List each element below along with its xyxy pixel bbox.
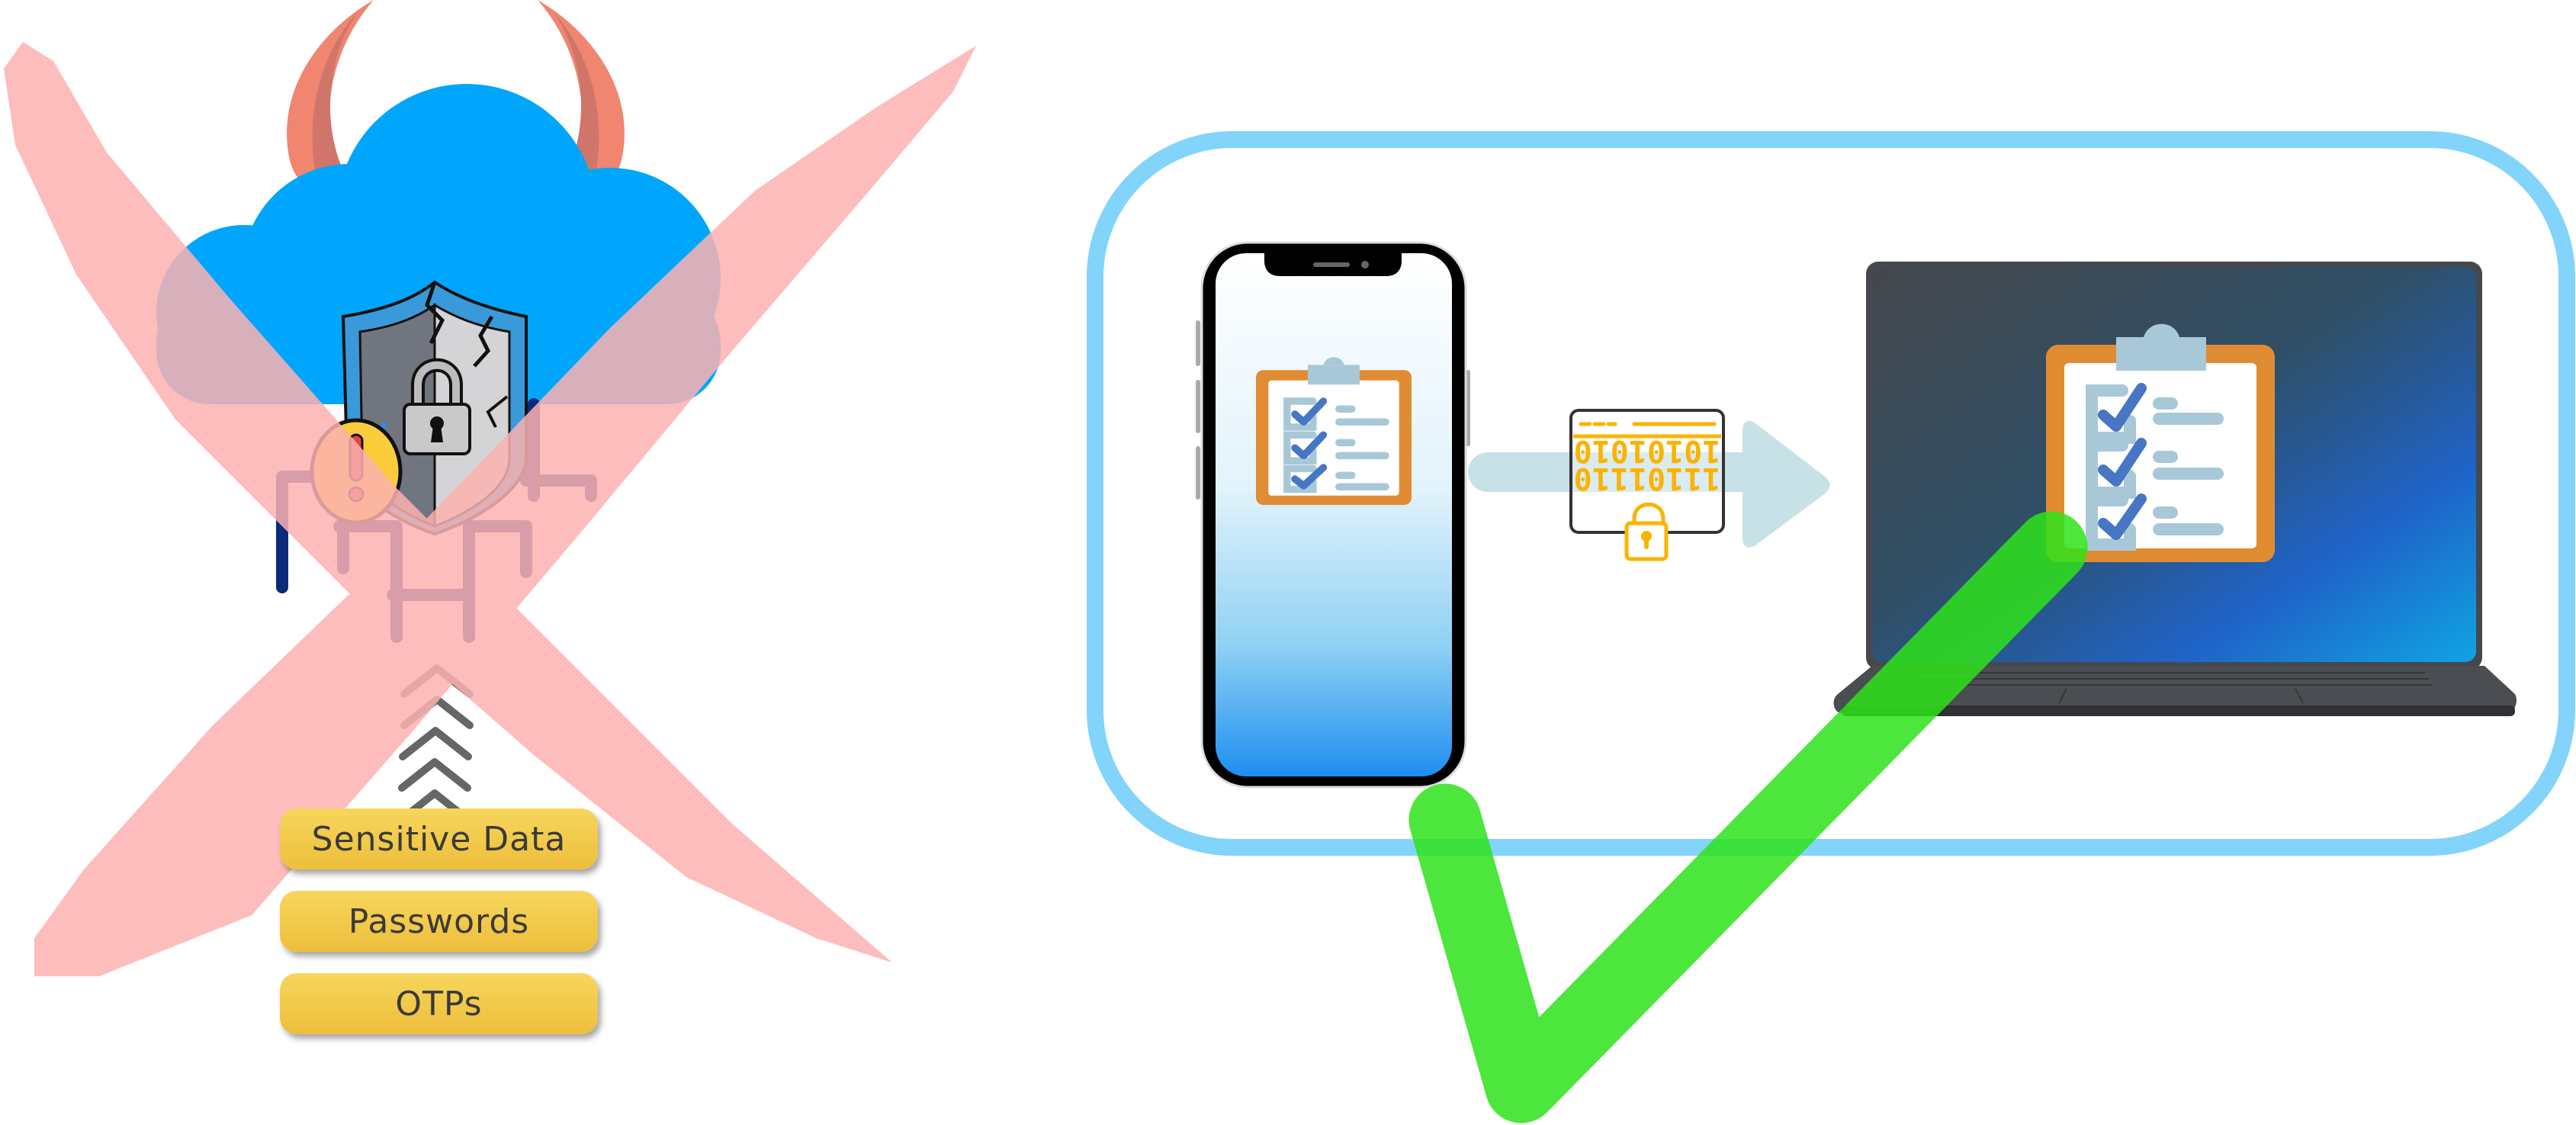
transfer-arrow-icon — [1468, 420, 1830, 548]
binary-row-2: 11101110 — [1574, 461, 1721, 496]
padlock-icon — [403, 358, 471, 455]
checklist-clipboard-icon — [2046, 323, 2275, 562]
secure-transfer-frame — [1087, 131, 2575, 856]
devil-horns-icon — [287, 0, 625, 188]
encrypted-data-icon: 10101010 11101110 — [1569, 409, 1725, 561]
binary-row-1: 10101010 — [1574, 433, 1721, 468]
checklist-clipboard-icon — [1256, 357, 1412, 505]
label-otps: OTPs — [280, 973, 598, 1034]
green-checkmark-stroke — [1408, 511, 2088, 1123]
smartphone-icon — [1196, 241, 1470, 789]
label-sensitive-data: Sensitive Data — [280, 808, 598, 869]
red-x-icon — [4, 42, 976, 976]
label-passwords: Passwords — [280, 891, 598, 952]
